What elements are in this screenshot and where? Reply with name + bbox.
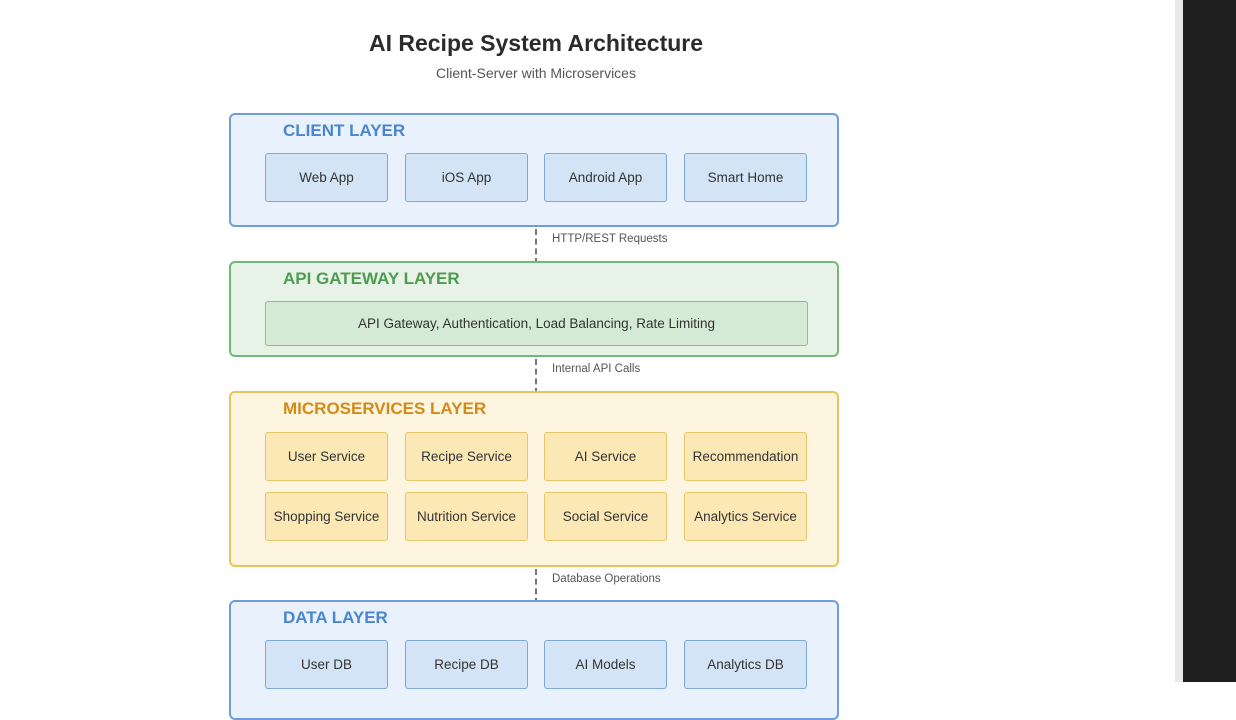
- diagram-title: AI Recipe System Architecture: [368, 30, 704, 56]
- connection-label-database: Database Operations: [552, 573, 661, 585]
- shopping-service-box: Shopping Service: [265, 492, 388, 541]
- scrollbar-edge: [1175, 0, 1183, 682]
- scrollbar[interactable]: [1175, 0, 1236, 682]
- web-app-box: Web App: [265, 153, 388, 202]
- ai-service-box: AI Service: [544, 432, 667, 481]
- diagram-subtitle: Client-Server with Microservices: [436, 65, 636, 81]
- recipe-db-box: Recipe DB: [405, 640, 528, 689]
- microservices-layer: MICROSERVICES LAYER User Service Recipe …: [229, 391, 839, 567]
- api-gateway-layer-title: API GATEWAY LAYER: [283, 269, 460, 288]
- microservices-layer-title: MICROSERVICES LAYER: [283, 399, 487, 418]
- recommendation-box: Recommendation: [684, 432, 807, 481]
- connection-label-http: HTTP/REST Requests: [552, 233, 668, 245]
- nutrition-service-box: Nutrition Service: [405, 492, 528, 541]
- api-gateway-layer: API GATEWAY LAYER API Gateway, Authentic…: [229, 261, 839, 357]
- smart-home-box: Smart Home: [684, 153, 807, 202]
- data-layer: DATA LAYER User DB Recipe DB AI Models A…: [229, 600, 839, 720]
- user-db-box: User DB: [265, 640, 388, 689]
- analytics-service-box: Analytics Service: [684, 492, 807, 541]
- social-service-box: Social Service: [544, 492, 667, 541]
- data-layer-title: DATA LAYER: [283, 608, 388, 627]
- ai-models-box: AI Models: [544, 640, 667, 689]
- android-app-box: Android App: [544, 153, 667, 202]
- recipe-service-box: Recipe Service: [405, 432, 528, 481]
- client-layer: CLIENT LAYER Web App iOS App Android App…: [229, 113, 839, 227]
- architecture-diagram: AI Recipe System Architecture Client-Ser…: [229, 30, 839, 720]
- client-layer-title: CLIENT LAYER: [283, 121, 406, 140]
- user-service-box: User Service: [265, 432, 388, 481]
- analytics-db-box: Analytics DB: [684, 640, 807, 689]
- api-gateway-box: API Gateway, Authentication, Load Balanc…: [265, 301, 808, 346]
- ios-app-box: iOS App: [405, 153, 528, 202]
- connection-label-internal: Internal API Calls: [552, 363, 641, 375]
